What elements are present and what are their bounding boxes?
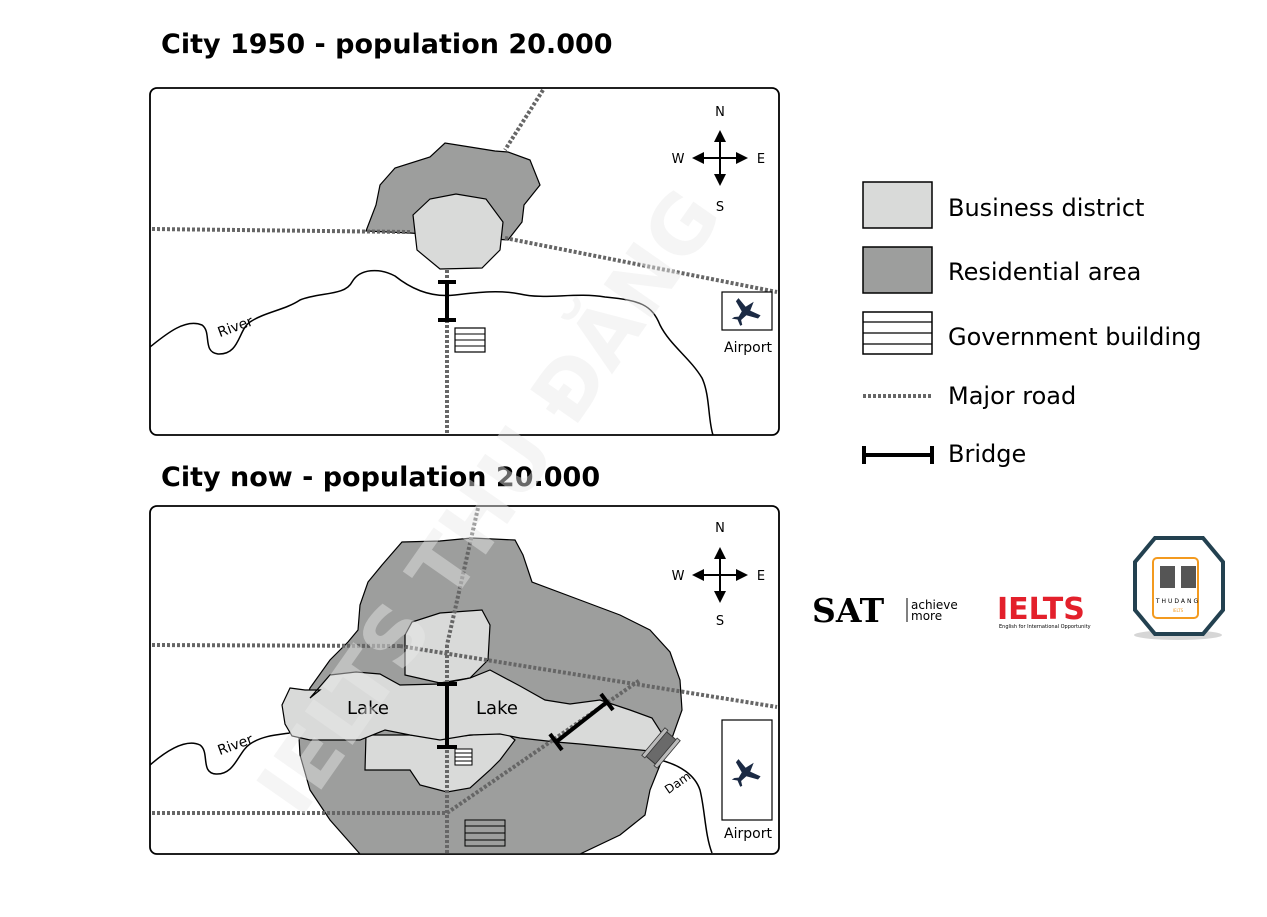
compass-s: S [716,614,724,629]
river-now-west [149,732,291,775]
compass-e: E [757,152,765,167]
compass-w: W [672,569,685,584]
major-road-north-now [445,507,480,646]
legend-swatch-residential [862,246,933,294]
sat-logo: SAT achieve more [812,591,958,630]
legend-residential: Residential area [948,258,1141,286]
airport-label-1950: Airport [724,340,772,356]
ielts-logo-text: IELTS [997,592,1085,627]
bridge-now-1 [437,682,457,749]
major-road-west [151,227,411,234]
business-district-1950 [412,193,504,270]
compass-e: E [757,569,765,584]
river-now-east [659,759,713,854]
airport-label-now: Airport [724,826,772,842]
map-1950-title: City 1950 - population 20.000 [161,29,613,60]
sat-tagline-1: achieve [911,598,958,612]
government-building-1950 [454,327,486,353]
map-now-title: City now - population 20.000 [161,462,600,493]
legend-swatch-business [862,181,933,229]
compass-n: N [715,521,725,536]
legend-swatch-government [862,311,933,355]
sat-logo-text: SAT [812,591,885,630]
badge-sub: IELTS [1173,608,1184,613]
lake-label-east: Lake [476,698,518,719]
compass-s: S [716,200,724,215]
major-road-west-now [151,643,401,648]
ielts-logo: IELTS English for International Opportun… [997,592,1091,630]
major-road-north [503,88,545,152]
bridge-now-2 [548,692,615,752]
ielts-tagline: English for International Opportunity [999,624,1091,630]
bridge-1950 [438,280,456,322]
major-road-east [504,236,778,294]
legend: Business district Residential area Gover… [862,181,1201,468]
legend-government: Government building [948,323,1201,351]
map-1950: River Airport N S E W [149,87,780,436]
compass-n: N [715,105,725,120]
legend-road: Major road [948,382,1076,410]
government-building-large [464,819,506,847]
thudang-badge: THUDANG IELTS [1133,536,1225,640]
lake-label-west: Lake [347,698,389,719]
government-building-small [454,748,473,766]
legend-bridge: Bridge [948,440,1026,468]
legend-business: Business district [948,194,1144,222]
river-1950 [149,269,714,436]
compass-now: N S E W [672,521,766,629]
compass-w: W [672,152,685,167]
compass-1950: N S E W [672,105,766,215]
map-now: Lake Lake River Dam Airport N S E W [149,505,780,855]
legend-swatch-bridge [862,446,934,464]
major-road-east-now [399,644,778,709]
sat-tagline-2: more [911,609,942,623]
badge-text: THUDANG [1155,598,1200,605]
dam [641,727,681,769]
